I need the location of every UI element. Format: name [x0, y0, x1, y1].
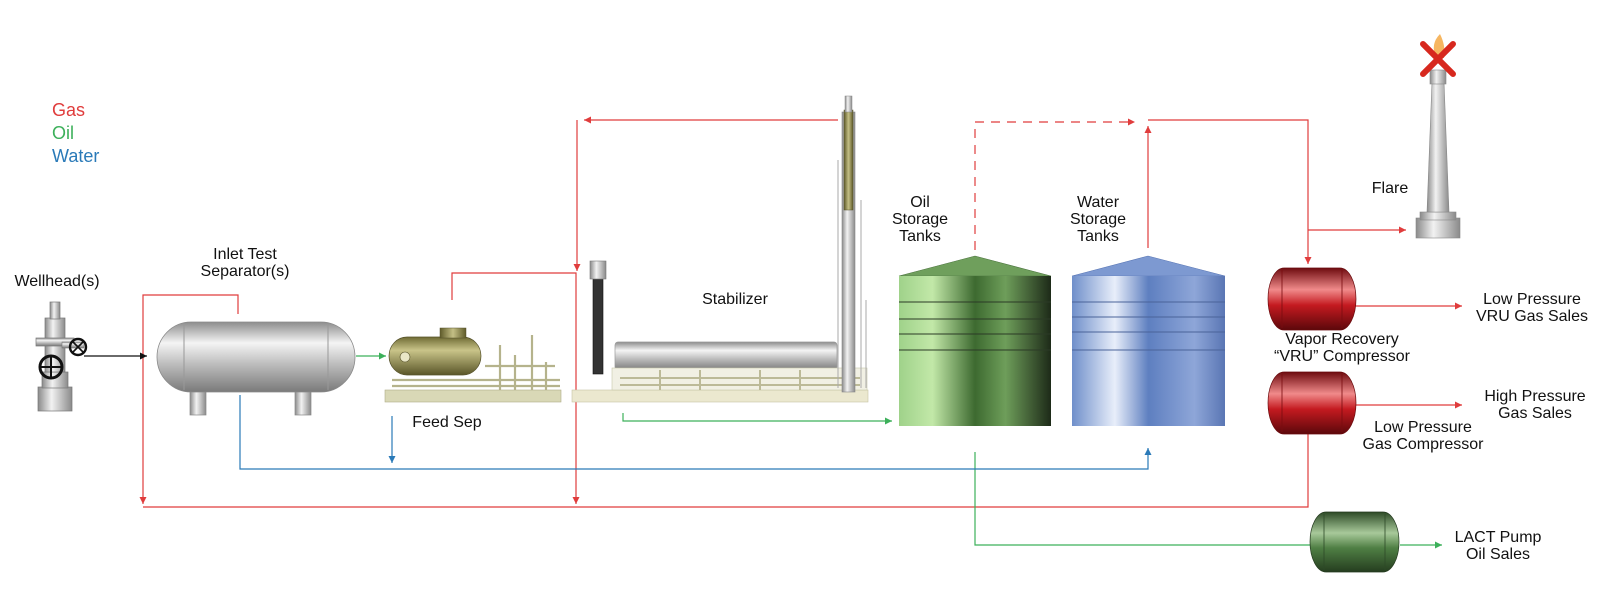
- legend-water: Water: [52, 146, 100, 166]
- vru-label: Vapor Recovery “VRU” Compressor: [1273, 331, 1410, 365]
- hp-sales-label: High Pressure Gas Sales: [1484, 388, 1586, 422]
- legend-oil: Oil: [52, 123, 74, 143]
- oil-storage-tank-icon: [898, 255, 1052, 426]
- water-tanks-label: Water Storage Tanks: [1069, 194, 1127, 245]
- oil-line-stabilizer-to-tanks: [622, 413, 892, 425]
- lact-label: LACT Pump Oil Sales: [1454, 529, 1542, 563]
- gas-line-to-vru: [1148, 119, 1312, 264]
- oil-tanks-label: Oil Storage Tanks: [891, 194, 949, 245]
- lp-sales-label: Low Pressure VRU Gas Sales: [1475, 291, 1589, 325]
- feed-separator-skid-icon: [384, 327, 869, 403]
- legend-gas: Gas: [52, 100, 86, 120]
- flare-label: Flare: [1371, 180, 1409, 197]
- gas-line-main-return: [143, 423, 1309, 508]
- feed-sep-label: Feed Sep: [412, 414, 482, 431]
- oil-lines: [356, 352, 1442, 549]
- vru-compressor-icon: [1267, 267, 1357, 331]
- legend: Gas Oil Water: [52, 99, 99, 168]
- water-storage-tank-icon: [1071, 255, 1226, 426]
- lact-pump-icon: [1309, 511, 1400, 573]
- lp-compressor-label: Low Pressure Gas Compressor: [1362, 419, 1484, 453]
- lp-gas-compressor-icon: [1267, 371, 1357, 435]
- wellhead-label: Wellhead(s): [14, 273, 100, 290]
- gas-lines: [139, 116, 1462, 508]
- wellhead-icon: [35, 301, 88, 412]
- inlet-separator-label: Inlet Test Separator(s): [200, 246, 290, 280]
- flare-icon: [1415, 34, 1461, 239]
- gas-line-inlet-loop: [139, 294, 239, 504]
- stabilizer-label: Stabilizer: [702, 291, 768, 308]
- stabilizer-icon: [589, 95, 868, 393]
- oil-line-tanks-to-lact: [974, 452, 1310, 546]
- gas-line-oil-tank-vapor: [974, 118, 1135, 250]
- inlet-test-separator-icon: [156, 321, 356, 416]
- gas-line-feed-sep: [451, 272, 580, 504]
- water-lines: [239, 395, 1152, 470]
- water-line-inlet-to-tank: [239, 395, 1152, 470]
